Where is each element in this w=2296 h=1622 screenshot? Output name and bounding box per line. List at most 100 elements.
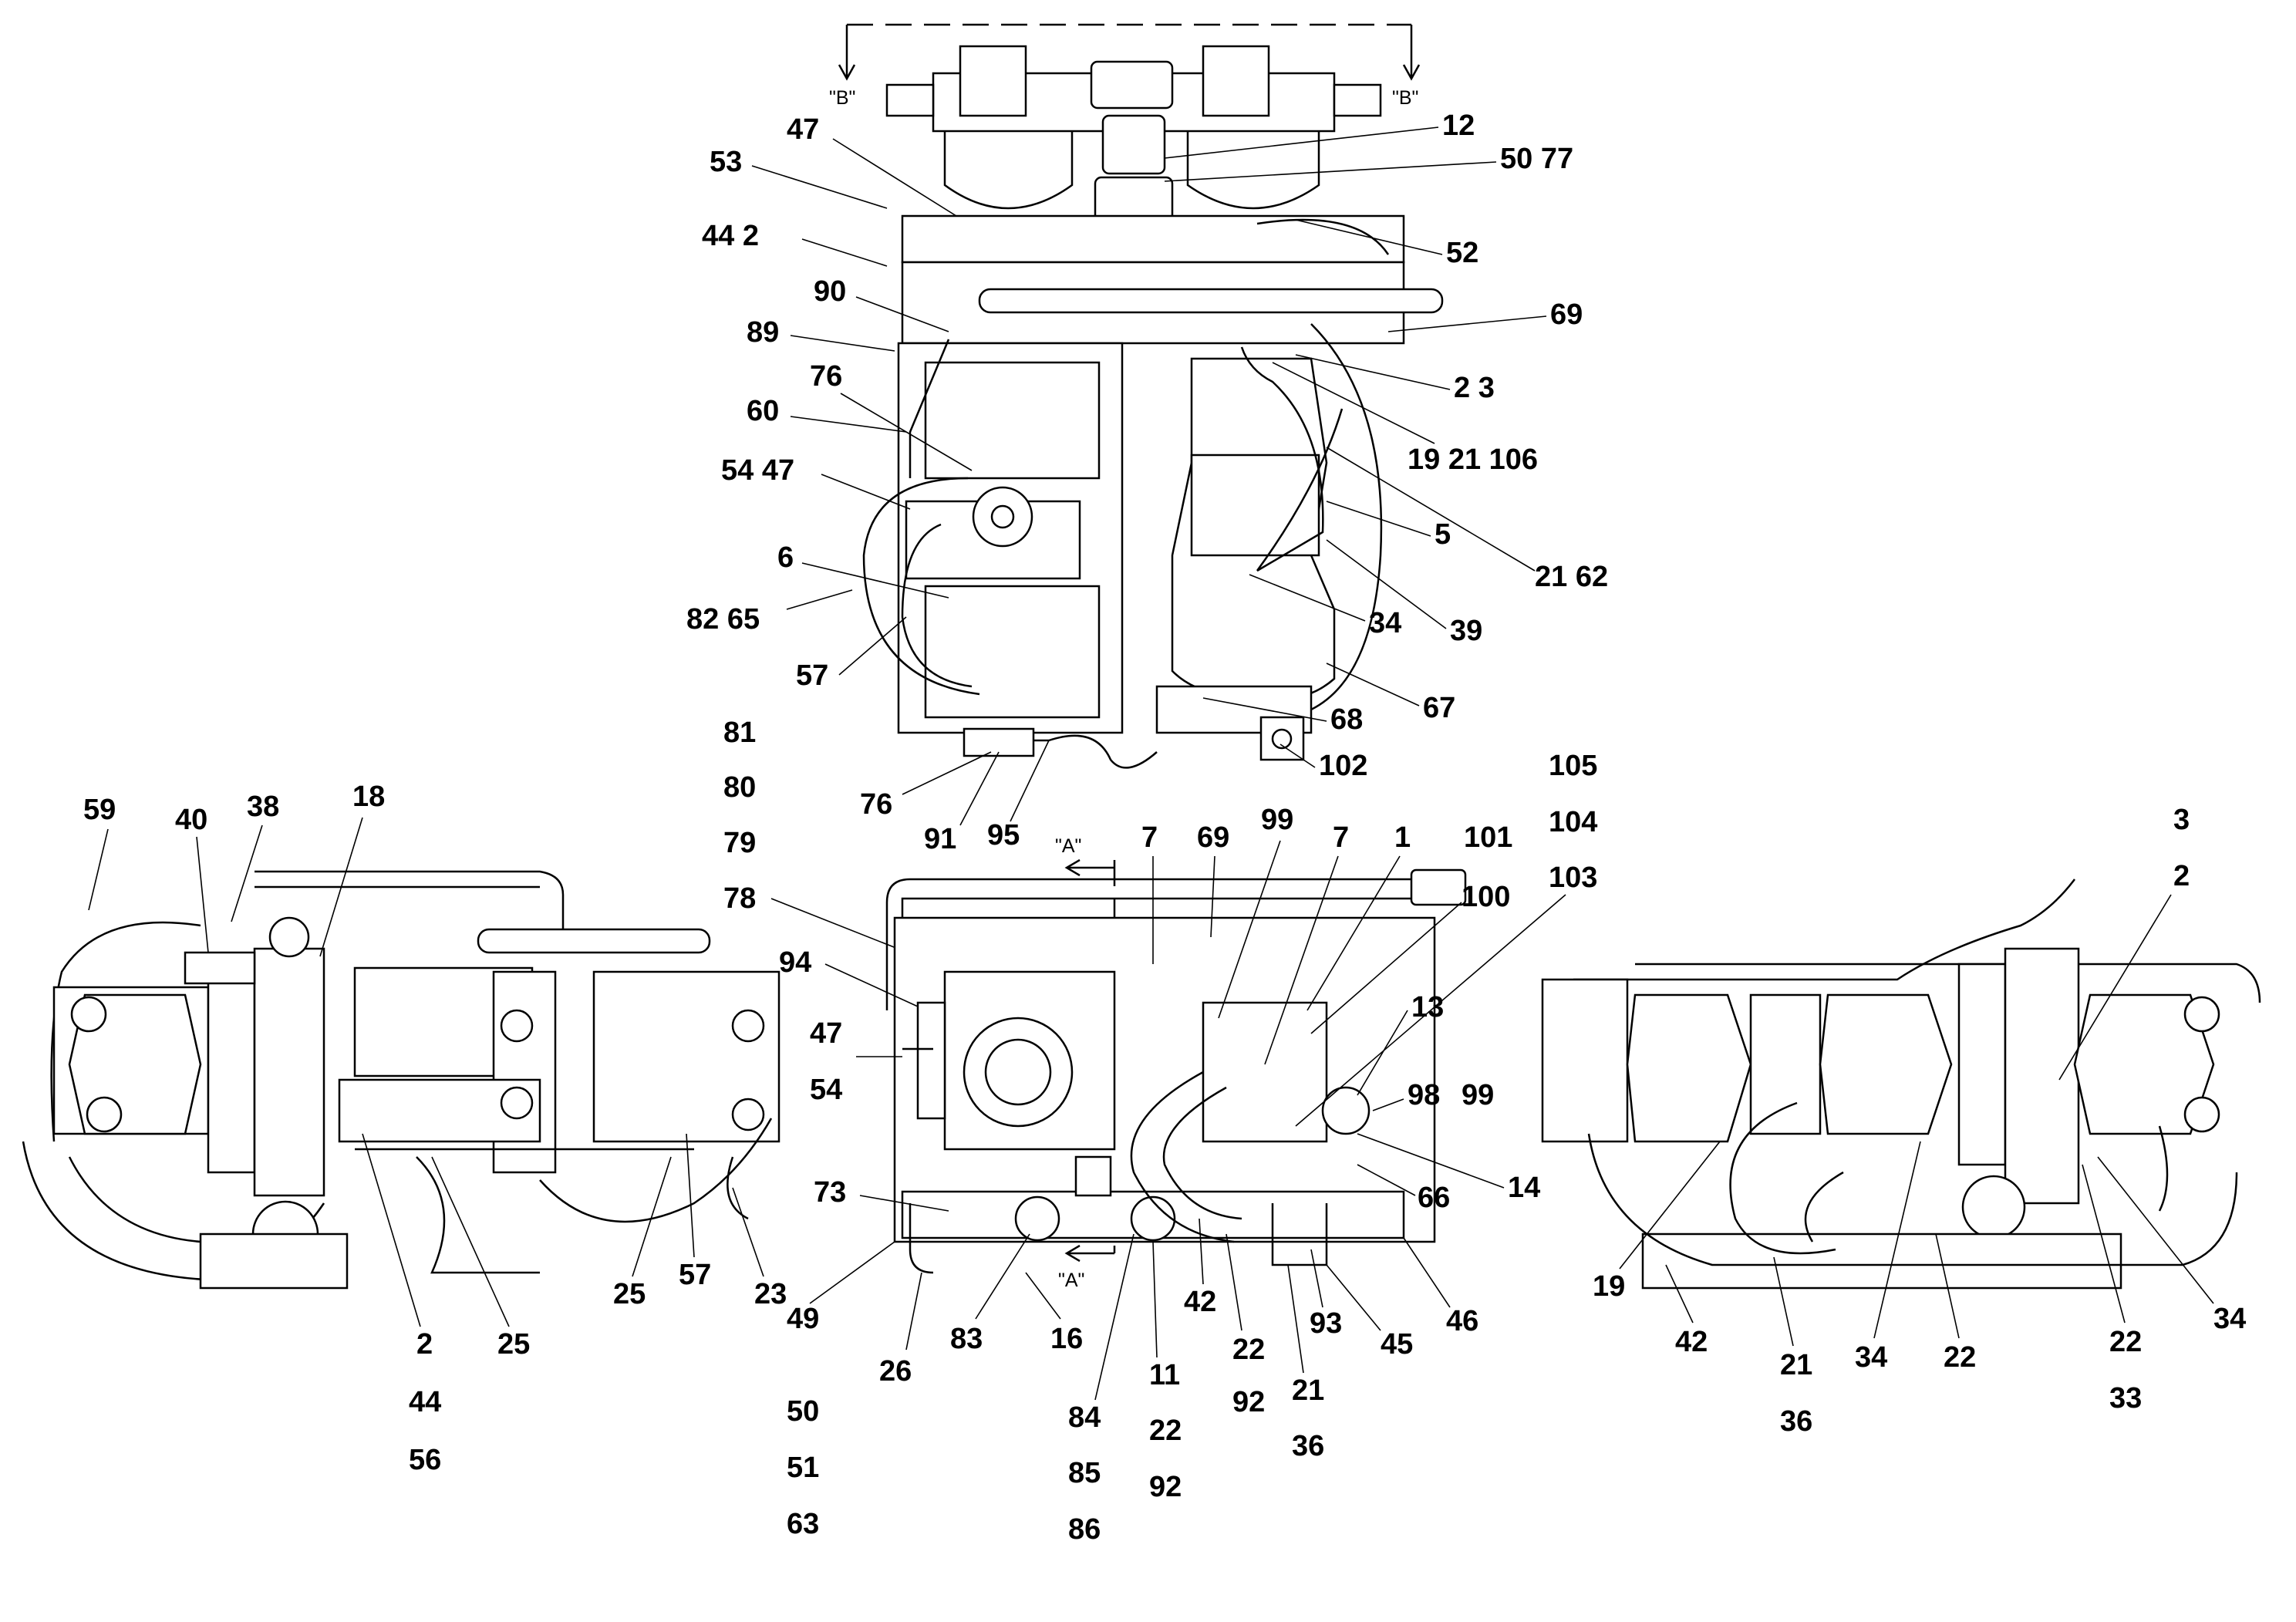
callout-86: 86 — [1068, 1513, 1101, 1546]
callout-50-center: 50 — [787, 1395, 819, 1428]
callout-12: 12 — [1442, 110, 1475, 142]
callout-104: 104 — [1549, 806, 1597, 838]
callout-92-b: 92 — [1149, 1471, 1182, 1503]
hose-large-curve-2 — [1162, 1086, 1242, 1220]
callout-2-right: 2 — [2173, 860, 2190, 892]
callout-21-center: 21 — [1292, 1374, 1324, 1407]
gearbox — [1155, 685, 1313, 734]
cap-83 — [1014, 1195, 1060, 1242]
callout-69-center: 69 — [1197, 821, 1229, 854]
pipe-49-26 — [909, 1203, 934, 1274]
leader-23 — [732, 1187, 764, 1277]
leader-7-b — [1264, 855, 1339, 1065]
port-left-a — [70, 996, 107, 1033]
callout-34-right-b: 34 — [2213, 1303, 2246, 1335]
right-view-callouts: 3 2 19 42 21 36 34 22 22 33 34 — [1593, 804, 2246, 1438]
leader-42-center — [1199, 1218, 1204, 1285]
right-port-a — [2183, 996, 2220, 1033]
leader-89 — [790, 335, 895, 352]
block-94 — [916, 1001, 946, 1120]
right-hose-lower — [1587, 1133, 2238, 1266]
flange-center — [990, 504, 1015, 529]
hose-lower-loop-2 — [68, 1156, 201, 1243]
callout-47-center: 47 — [810, 1017, 842, 1050]
right-frame-top — [1573, 878, 2075, 981]
leader-42-right — [1665, 1264, 1694, 1324]
callout-2-left: 2 — [416, 1328, 433, 1361]
callout-22-right-a: 22 — [1944, 1341, 1976, 1374]
callout-49: 49 — [787, 1303, 819, 1335]
hose-34 — [1256, 408, 1344, 572]
leader-26 — [905, 1272, 922, 1351]
callout-19-21-106: 19 21 106 — [1408, 443, 1538, 476]
callout-98: 98 — [1408, 1079, 1440, 1111]
callout-40: 40 — [175, 804, 207, 836]
leader-21-right — [1773, 1256, 1794, 1347]
pump-lower-block — [924, 585, 1101, 719]
callout-105: 105 — [1549, 750, 1597, 782]
leader-69-top — [1387, 315, 1547, 332]
leader-39 — [1326, 539, 1447, 629]
port-left-b — [86, 1096, 123, 1133]
callout-22-a: 22 — [1232, 1334, 1265, 1366]
callout-79: 79 — [723, 827, 756, 859]
callout-67: 67 — [1423, 692, 1455, 724]
callout-103: 103 — [1549, 862, 1597, 894]
view-label-b-left: "B" — [829, 87, 855, 109]
leader-98 — [1372, 1098, 1404, 1111]
callout-95: 95 — [987, 819, 1020, 851]
callout-102: 102 — [1319, 750, 1367, 782]
leader-18 — [319, 817, 363, 957]
callout-59: 59 — [83, 794, 116, 826]
callout-54-47: 54 47 — [721, 454, 794, 487]
callout-5: 5 — [1435, 518, 1451, 551]
port-left — [885, 83, 935, 117]
callout-14: 14 — [1508, 1172, 1540, 1204]
callout-7-a: 7 — [1141, 821, 1158, 854]
leader-83 — [975, 1233, 1030, 1320]
leader-73 — [859, 1195, 949, 1212]
callout-63: 63 — [787, 1508, 819, 1540]
right-hose-21 — [1729, 1101, 1836, 1255]
callout-16: 16 — [1050, 1323, 1083, 1355]
right-housing-b — [1819, 993, 1953, 1135]
right-block-b — [1749, 993, 1822, 1135]
box-16 — [1074, 1155, 1112, 1197]
callout-26: 26 — [879, 1355, 912, 1388]
callout-84: 84 — [1068, 1401, 1101, 1434]
leader-5 — [1326, 501, 1431, 537]
callout-3-right: 3 — [2173, 804, 2190, 836]
leader-11 — [1152, 1241, 1158, 1358]
leader-22-right-a — [1935, 1233, 1960, 1339]
hose-52 — [1256, 218, 1390, 255]
valve-disc-c — [731, 1009, 765, 1043]
left-view-assembly — [22, 870, 781, 1290]
leader-34-right-a — [1873, 1141, 1921, 1339]
flange-left-a — [207, 970, 256, 1174]
callout-57-top: 57 — [796, 659, 828, 692]
leader-25-a — [431, 1156, 510, 1327]
callout-76-top: 76 — [810, 360, 842, 393]
callout-54-center: 54 — [810, 1074, 842, 1106]
right-block-a — [1541, 978, 1629, 1143]
callout-73: 73 — [814, 1176, 846, 1209]
leader-100 — [1310, 902, 1462, 1034]
leader-40 — [196, 836, 209, 953]
section-arrow-right — [1402, 25, 1421, 81]
leader-54-47 — [821, 474, 911, 510]
valve-disc-a — [500, 1009, 534, 1043]
callout-34-top: 34 — [1369, 607, 1401, 639]
leader-60 — [790, 416, 907, 433]
right-flange-b — [2004, 947, 2080, 1205]
callout-99-a: 99 — [1261, 804, 1293, 836]
leader-2-3-top — [1295, 354, 1451, 390]
callout-94: 94 — [779, 946, 811, 979]
bracket-91 — [963, 727, 1035, 757]
leader-52 — [1295, 219, 1443, 255]
callout-89: 89 — [747, 316, 779, 349]
leader-21-62 — [1326, 447, 1536, 572]
leader-69-center — [1210, 855, 1215, 938]
callout-42-right: 42 — [1675, 1326, 1708, 1358]
leader-103 — [1295, 894, 1566, 1127]
